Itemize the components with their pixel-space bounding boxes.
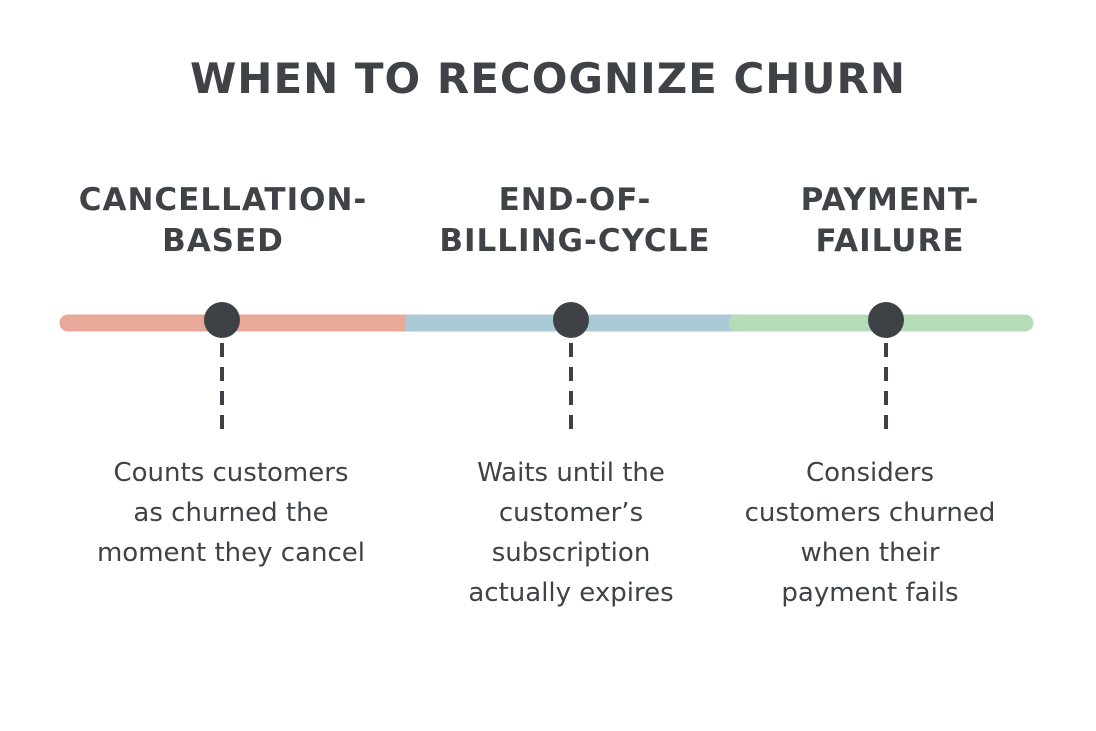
method-description-end-of-billing-cycle: Waits until the customer’s subscription … (468, 458, 674, 608)
method-heading-end-of-billing-cycle: END-OF- BILLING-CYCLE (439, 182, 711, 259)
method-description-cancellation: Counts customers as churned the moment t… (96, 458, 366, 568)
method-heading-payment-failure: PAYMENT- FAILURE (800, 182, 980, 259)
method-description-payment-failure: Considers customers churned when their p… (744, 458, 996, 608)
timeline-marker-end-of-billing-cycle (553, 302, 589, 338)
page-title: WHEN TO RECOGNIZE CHURN (189, 54, 907, 103)
method-heading-cancellation: CANCELLATION- BASED (78, 182, 368, 259)
timeline-marker-cancellation (204, 302, 240, 338)
timeline-marker-payment-failure (868, 302, 904, 338)
